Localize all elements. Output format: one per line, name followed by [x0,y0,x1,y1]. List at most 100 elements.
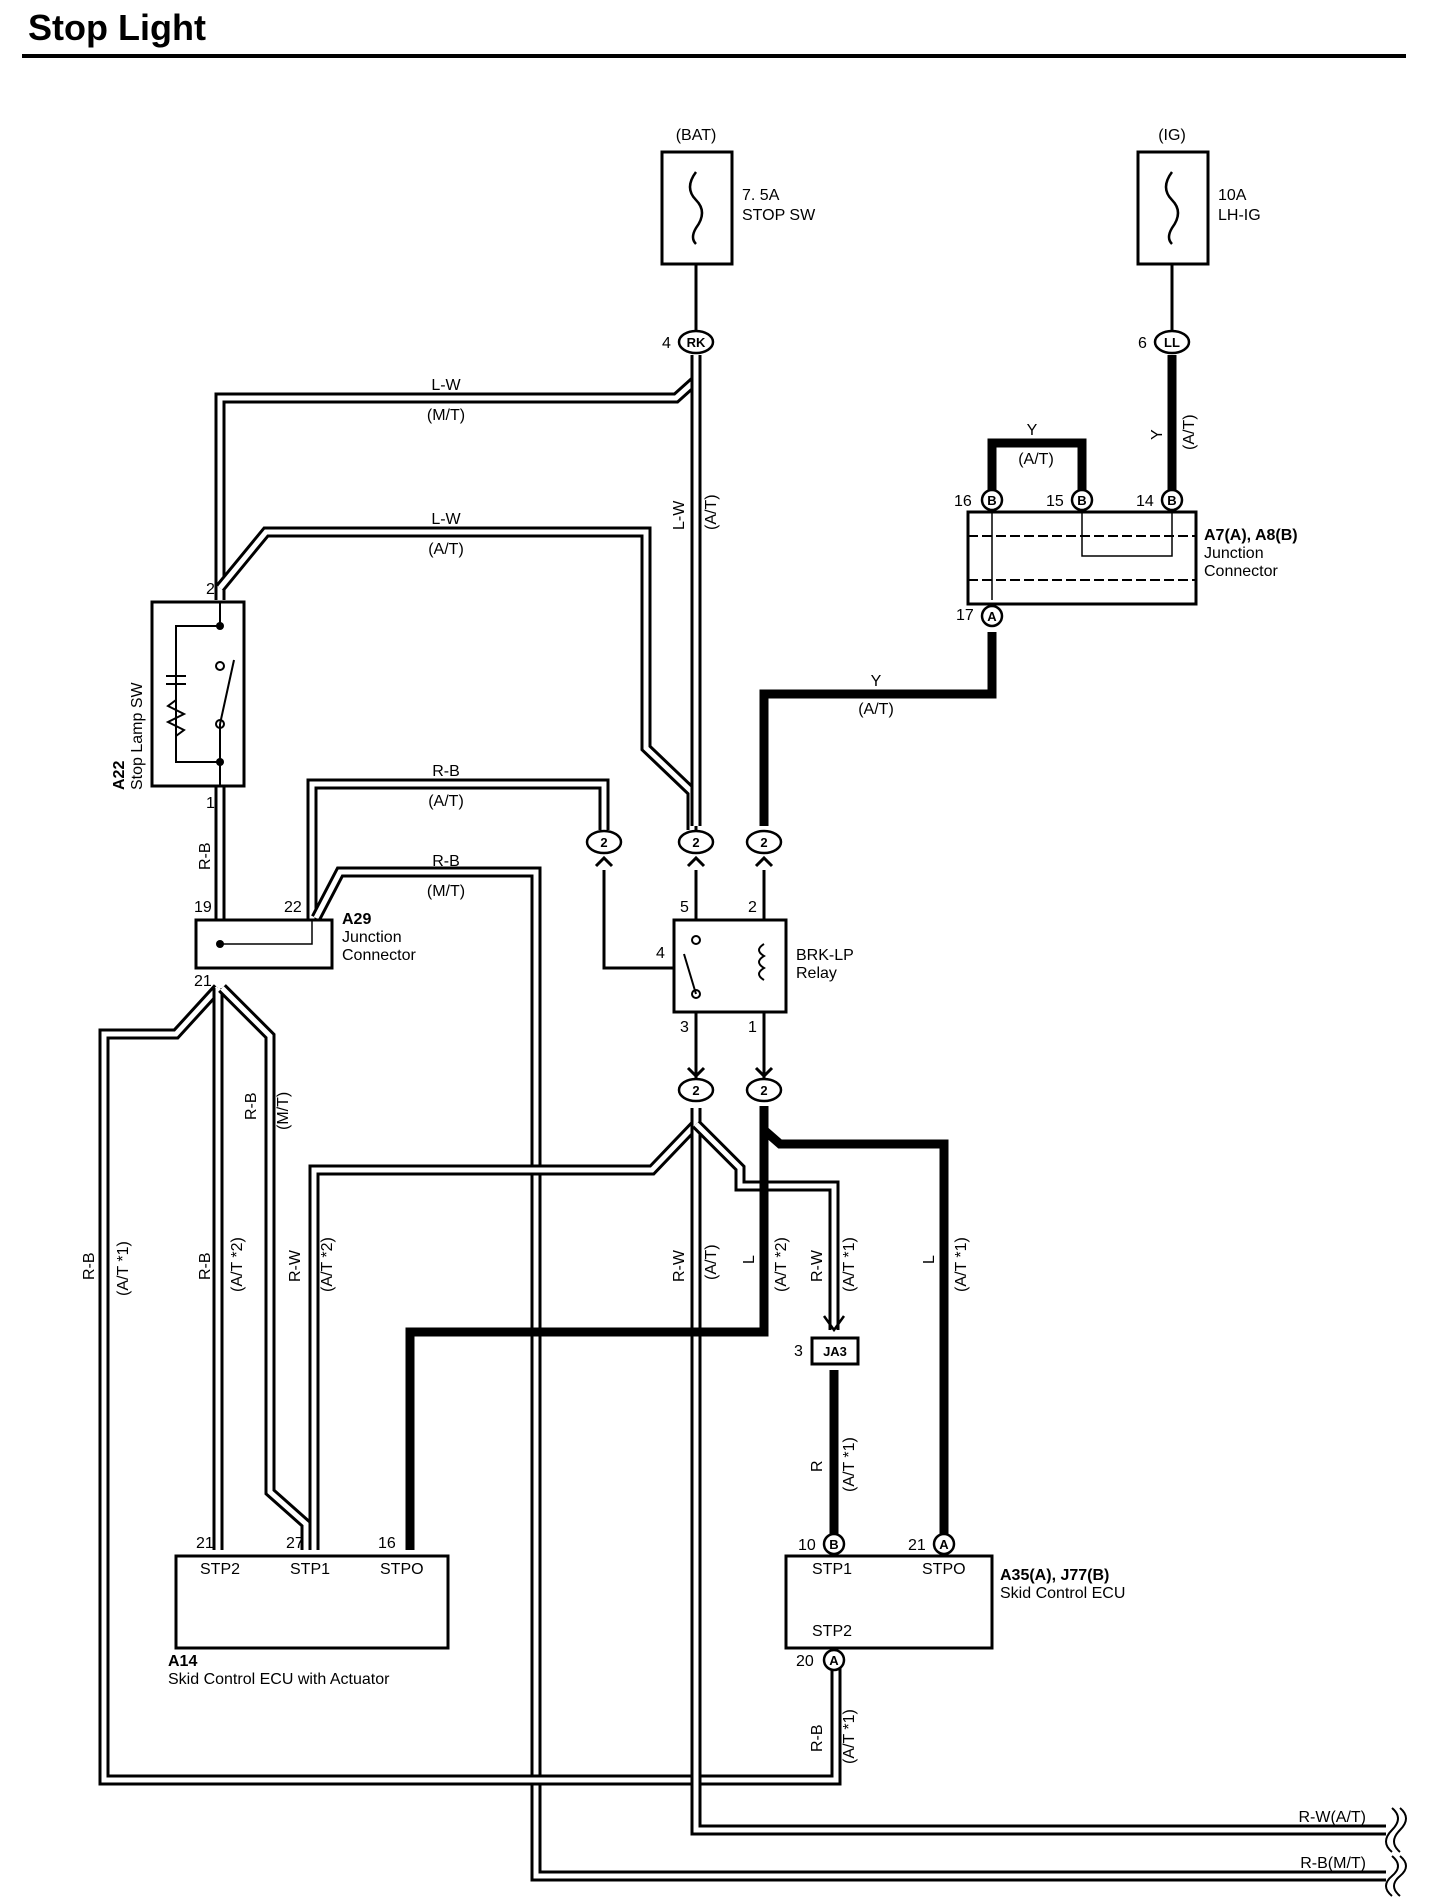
label-at-lw-vert: (A/T) [703,494,720,530]
label-at1-loop: (A/T *1) [115,1241,132,1296]
a29-pin-21: 21 [194,973,212,990]
a22-pin-top: 2 [206,581,215,598]
a7-name-1: Junction [1204,545,1264,562]
connector-ll-code: LL [1164,335,1180,350]
a14-terminal-stpo: STPO [380,1561,424,1578]
break-mark-icon [1385,1807,1399,1853]
connector-2-top-left: 2 [585,829,623,868]
a7-code-14: B [1167,493,1176,508]
fuse-lh-ig: (IG) 10A LH-IG [1136,127,1261,266]
skid-control-ecu-a14: 21 27 16 STP2 STP1 STPO A14 Skid Control… [168,1535,450,1688]
label-at1-r: (A/T *1) [841,1437,858,1492]
fuse-icon [688,171,704,245]
label-r-at1: R [809,1460,826,1472]
label-rb-mt-vert: R-B [243,1092,260,1120]
label-rb-mt: R-B [432,853,460,870]
label-mt-top: (M/T) [427,407,465,424]
wire-relay-pin4 [602,870,676,970]
svg-text:2: 2 [760,1083,767,1098]
label-rw-at1: R-W [809,1249,826,1282]
fuse-stop-sw: (BAT) 7. 5A STOP SW [660,127,816,266]
fuse-ig-rating: 10A [1218,187,1247,204]
label-at-y-vert: (A/T) [1181,414,1198,450]
connector-rk: 4 RK [662,329,715,355]
a29-name-2: Connector [342,947,416,964]
junction-connector-a29: 19 22 21 A29 Junction Connector [194,899,416,990]
svg-text:2: 2 [600,835,607,850]
connector-ll-pin: 6 [1138,335,1147,352]
a7-pin-15: 15 [1046,493,1064,510]
fuse-stop-rating: 7. 5A [742,187,780,204]
connector-rk-code: RK [687,335,706,350]
break-mark-icon [1385,1855,1399,1897]
a14-terminal-stp1: STP1 [290,1561,330,1578]
connector-2-bottom-right: 2 [745,1066,783,1103]
fuse-ig-name: LH-IG [1218,207,1261,224]
a22-id: A22 [111,761,128,790]
a14-name: Skid Control ECU with Actuator [168,1671,390,1688]
wires [98,240,1386,1882]
wire-lw-mt [214,355,702,600]
fuse-icon [1164,171,1180,245]
svg-text:2: 2 [692,1083,699,1098]
relay-contact-icon [683,953,697,995]
wire-l-at2 [405,1106,769,1550]
a14-id: A14 [168,1653,197,1670]
a29-name-1: Junction [342,929,402,946]
label-l-at2: L [741,1255,758,1264]
fuse-stop-source: (BAT) [676,127,717,144]
label-lw-vert: L-W [671,500,688,530]
connector-rk-pin: 4 [662,335,671,352]
wire-rb-at-a29 [306,778,610,920]
label-at-lw: (A/T) [428,541,464,558]
a35-id: A35(A), J77(B) [1000,1567,1109,1584]
label-at1-l: (A/T *1) [953,1237,970,1292]
a22-name: Stop Lamp SW [129,682,146,791]
label-at-rw-vert: (A/T) [703,1244,720,1280]
stop-lamp-switch: 2 1 A22 Stop Lamp SW [111,581,246,812]
a14-pin-16: 16 [378,1535,396,1552]
label-rb-loop: R-B [81,1252,98,1280]
a7-pin-17: 17 [956,607,974,624]
a22-pin-bottom: 1 [206,795,215,812]
label-at-rb: (A/T) [428,793,464,810]
label-at-loop: (A/T) [1018,451,1054,468]
junction-connector-a7-a8: 16 B 15 B 14 B 17 A A7(A), A8(B) Junctio… [954,488,1298,628]
label-rw-at2: R-W [287,1249,304,1282]
fuse-stop-name: STOP SW [742,207,816,224]
ja3-code: JA3 [823,1344,847,1359]
label-at1-rw: (A/T *1) [841,1237,858,1292]
a35-terminal-stp1: STP1 [812,1561,852,1578]
connector-ll: 6 LL [1138,329,1191,355]
relay-pin-1: 1 [748,1019,757,1036]
fuse-ig-source: (IG) [1158,127,1186,144]
capacitor-icon [166,660,186,700]
connector-ja3: 3 JA3 [794,1315,860,1366]
wire-l-at1 [759,1106,949,1536]
label-at1-stp2: (A/T *1) [841,1709,858,1764]
a29-pin-22: 22 [284,899,302,916]
break-mark-icon [1393,1807,1407,1853]
a35-code-20: A [829,1653,839,1668]
a29-id: A29 [342,911,371,928]
wire-rw-at-out [690,1108,1386,1836]
label-y-loop: Y [1027,422,1038,439]
a7-pin-16: 16 [954,493,972,510]
resistor-icon [165,699,187,737]
label-rw-vert: R-W [671,1249,688,1282]
label-output-rb: R-B(M/T) [1300,1855,1366,1872]
relay-pin-4: 4 [656,945,665,962]
label-rb-sw: R-B [197,842,214,870]
a14-pin-21: 21 [196,1535,214,1552]
label-output-rw: R-W(A/T) [1298,1809,1366,1826]
label-y-relay: Y [871,673,882,690]
label-at2-rb: (A/T *2) [229,1237,246,1292]
label-at2-l: (A/T *2) [773,1237,790,1292]
label-lw-mt: L-W [431,377,461,394]
a35-code-10: B [829,1537,838,1552]
label-at-y-relay: (A/T) [858,701,894,718]
svg-text:2: 2 [760,835,767,850]
a14-terminal-stp2: STP2 [200,1561,240,1578]
wire-rw-at2 [308,1120,700,1550]
